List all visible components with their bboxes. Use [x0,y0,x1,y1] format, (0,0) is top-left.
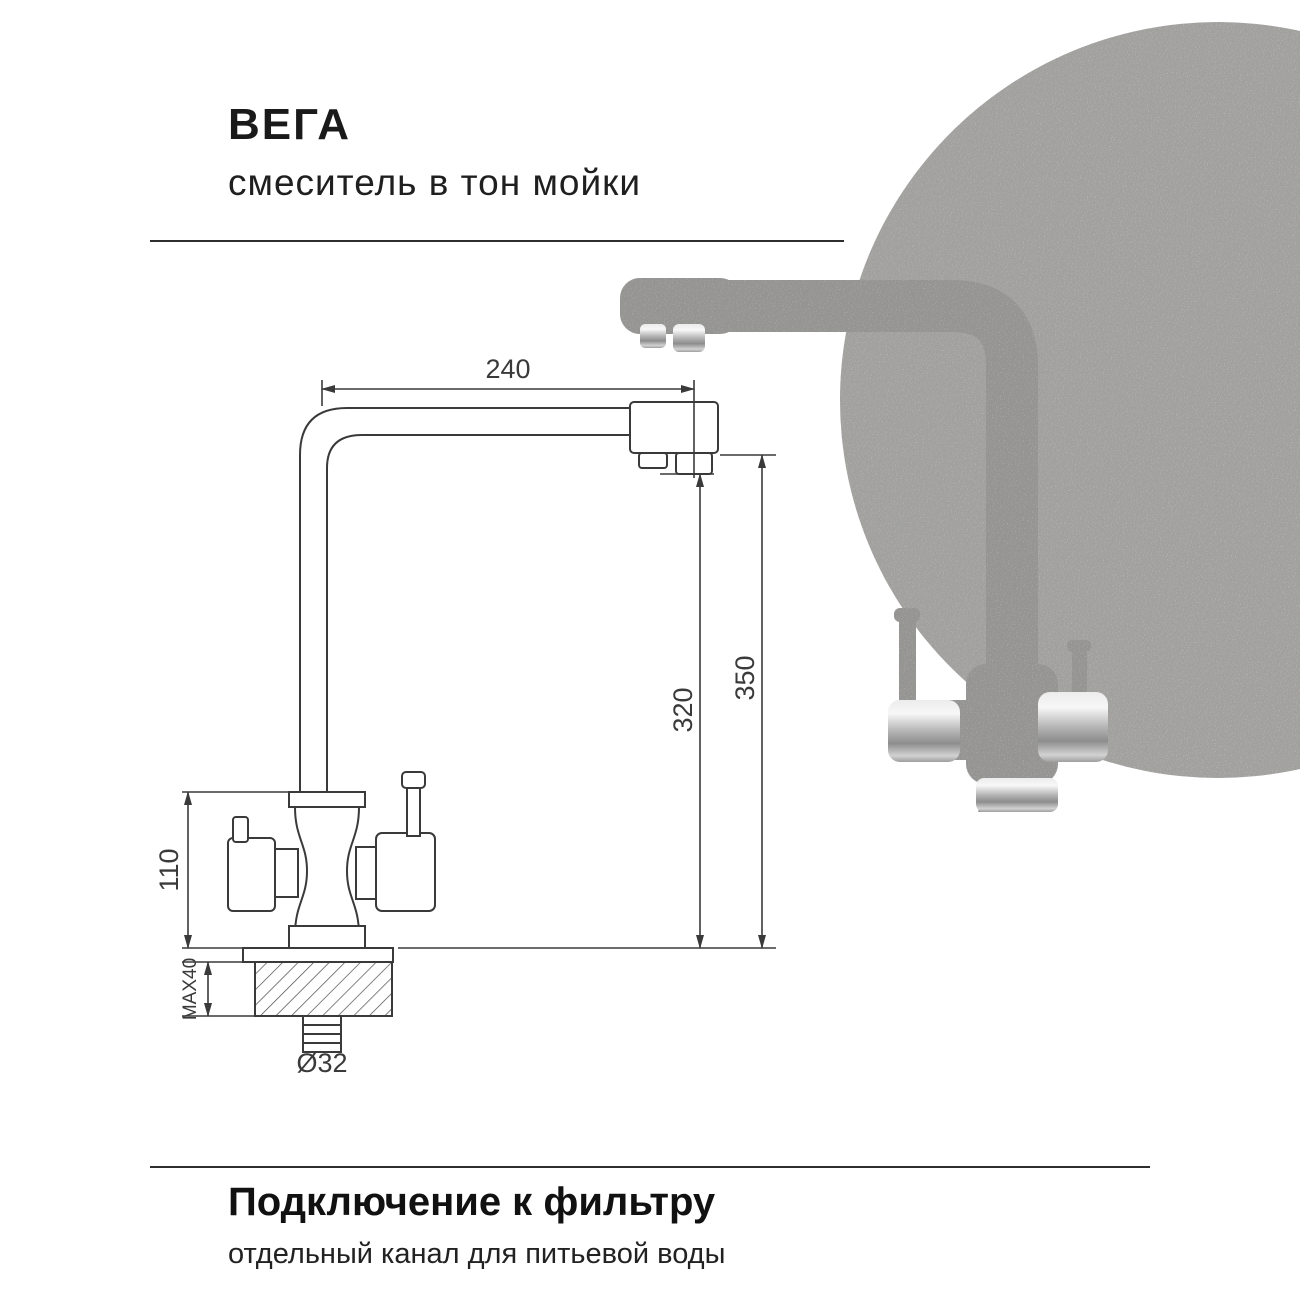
dim-label-240: 240 [485,354,530,384]
right-handle-stem [406,785,421,837]
right-handle [375,832,436,912]
faucet-outline [227,401,719,1053]
dim-label-hole-diameter: Ø32 [296,1048,347,1078]
left-connector [273,848,299,898]
divider-bottom [150,1166,1150,1168]
aerator-filter-icon [673,324,705,352]
feature-title: Подключение к фильтру [228,1180,716,1224]
faucet-photo [620,278,1108,812]
right-handle-chrome [1038,692,1108,762]
left-lever-cap [894,608,920,622]
pipe-inner-edge [326,434,632,792]
base-ring-chrome [976,778,1058,812]
right-connector [355,846,379,900]
left-lever [899,614,916,714]
dim-label-max40: MAX40 [180,958,201,1020]
left-handle-chrome [888,700,960,762]
pipe-outer-edge [299,407,632,792]
product-subtitle: смеситель в тон мойки [228,162,642,203]
mixer-hub [966,664,1058,784]
dimension-labels: 240 320 350 110 MAX40 Ø32 [154,354,760,1078]
left-handle [227,837,276,912]
left-handle-pin [232,816,249,843]
aerator-main-icon [640,324,666,348]
dim-label-350: 350 [730,655,760,700]
countertop-section [254,961,393,1017]
aerator-left-outline [638,452,668,469]
right-lever-cap [1067,640,1091,652]
spout-head-outline [629,401,719,454]
product-title: ВЕГА [228,100,352,149]
dimension-lines [182,380,776,1017]
feature-subtitle: отдельный канал для питьевой воды [228,1238,726,1270]
right-lever [1072,646,1087,700]
body-bottom-collar [288,925,366,949]
dim-label-320: 320 [668,687,698,732]
body-column [293,806,361,936]
right-handle-cap [401,771,426,789]
base-flange [242,947,394,963]
divider-top [150,240,844,242]
faucet-tube [650,280,1038,726]
spout-head [620,278,740,334]
sink-backdrop-circle [840,22,1300,778]
dim-label-110: 110 [154,848,184,891]
body-top-collar [288,791,366,808]
